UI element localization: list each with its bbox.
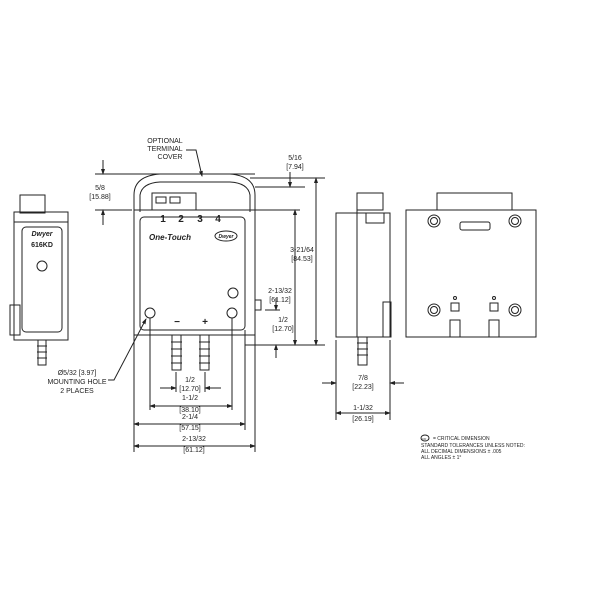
dimension-label: STANDARD TOLERANCES UNLESS NOTED: bbox=[421, 443, 525, 449]
mounting-hole bbox=[226, 307, 238, 319]
dimension-label: 7/8 bbox=[358, 375, 368, 382]
minus-port-label: − bbox=[174, 317, 180, 328]
terminal-2: 2 bbox=[178, 214, 184, 225]
right-side-view bbox=[335, 192, 392, 366]
terminal-4: 4 bbox=[215, 214, 221, 225]
left-side-view: Dwyer 616KD bbox=[9, 194, 69, 366]
dimension-label: 5/8 bbox=[95, 185, 105, 192]
dimension-label: 2-13/32 bbox=[182, 436, 206, 443]
pressure-barb bbox=[37, 339, 47, 366]
terminal-3: 3 bbox=[197, 214, 203, 225]
callout-text: MOUNTING HOLE bbox=[47, 379, 106, 386]
dimension-label: 3-21/64 bbox=[290, 247, 314, 254]
pressure-barb-low bbox=[171, 334, 182, 371]
pressure-barb-high bbox=[199, 334, 210, 371]
back-view bbox=[405, 192, 537, 338]
dimension-label: 1/2 bbox=[185, 377, 195, 384]
dimension-label: ALL ANGLES ± 1° bbox=[421, 455, 461, 461]
front-view: 1 2 3 4 One-Touch Dwyer − + bbox=[133, 173, 262, 371]
dimension-label: [61.12] bbox=[269, 297, 290, 304]
dimension-label: 1-1/32 bbox=[353, 405, 373, 412]
dimension-label: CD bbox=[422, 437, 427, 441]
dimension-label: [22.23] bbox=[352, 384, 373, 391]
callout-text: Ø5/32 [3.97] bbox=[58, 370, 97, 377]
plus-port-label: + bbox=[202, 317, 208, 328]
one-touch-logo: One-Touch bbox=[149, 233, 191, 242]
dimensions: 5/8 [15.88] 5/16 [7.94] 3-21/64 [84.53] 2-1… bbox=[89, 155, 404, 454]
dimension-label: [12.70] bbox=[272, 326, 293, 333]
dimension-label: [84.53] bbox=[291, 256, 312, 263]
dwyer-logo: Dwyer bbox=[218, 234, 234, 240]
dimension-label: [26.19] bbox=[352, 416, 373, 423]
dimension-label: [38.10] bbox=[179, 407, 200, 414]
dimension-label: [61.12] bbox=[183, 447, 204, 454]
dimension-label: 2-1/4 bbox=[182, 414, 198, 421]
dimension-label: [12.70] bbox=[179, 386, 200, 393]
callout-text: 2 PLACES bbox=[60, 388, 94, 395]
drawing-notes: CD = CRITICAL DIMENSION STANDARD TOLERAN… bbox=[420, 434, 525, 461]
callout-text: COVER bbox=[158, 154, 183, 161]
callout-text: OPTIONAL bbox=[147, 138, 183, 145]
model-label: 616KD bbox=[31, 242, 53, 249]
terminal-1: 1 bbox=[160, 214, 166, 225]
dimension-label: [57.15] bbox=[179, 425, 200, 432]
dimension-label: = CRITICAL DIMENSION bbox=[433, 436, 490, 442]
dimension-label: 2-13/32 bbox=[268, 288, 292, 295]
callout-text: TERMINAL bbox=[147, 146, 183, 153]
dimension-label: 1/2 bbox=[278, 317, 288, 324]
dimension-label: 5/16 bbox=[288, 155, 302, 162]
brand-logo: Dwyer bbox=[31, 231, 53, 238]
dimension-label: ALL DECIMAL DIMENSIONS ± .005 bbox=[421, 449, 502, 455]
dimension-label: 1-1/2 bbox=[182, 395, 198, 402]
led-indicator bbox=[227, 287, 239, 299]
led-indicator bbox=[36, 260, 48, 272]
mounting-hole bbox=[144, 307, 156, 319]
dimension-label: [15.88] bbox=[89, 194, 110, 201]
dimension-label: [7.94] bbox=[286, 164, 304, 171]
